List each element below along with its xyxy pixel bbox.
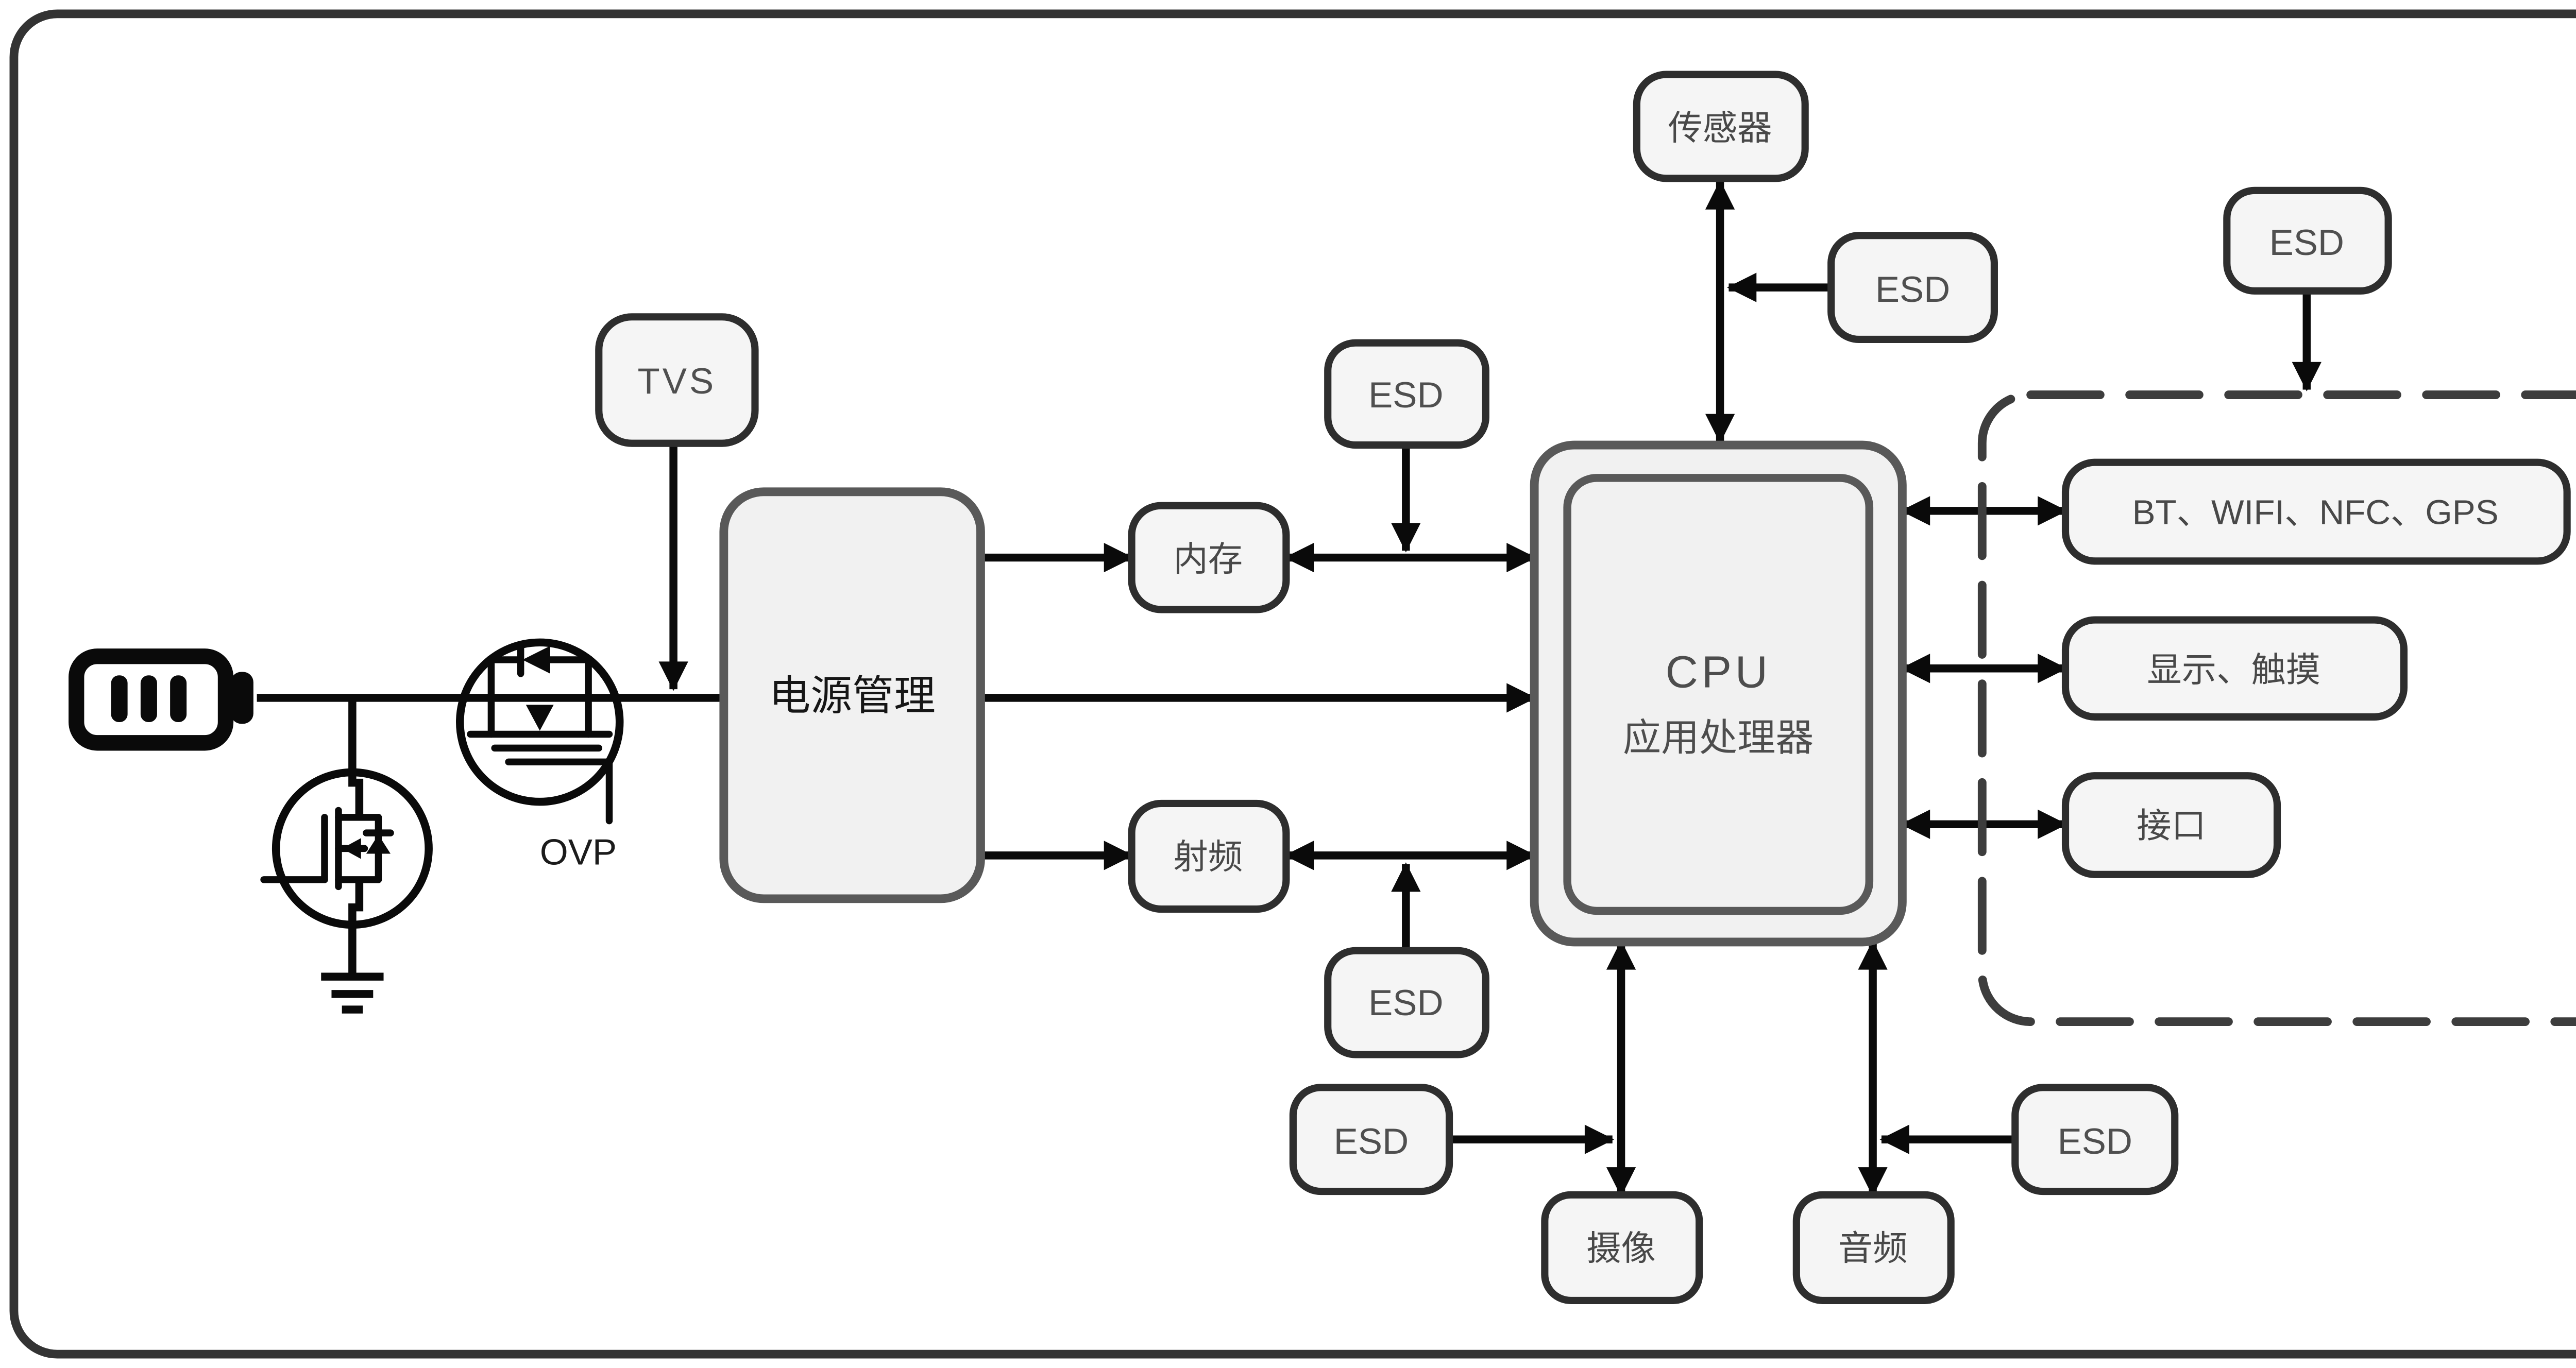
node-sensor: 传感器 [1633, 71, 1809, 182]
ground-icon [321, 972, 384, 1014]
wireless-label: BT、WIFI、NFC、GPS [2132, 493, 2499, 532]
node-power-management: 电源管理 [719, 487, 985, 903]
node-memory: 内存 [1128, 502, 1290, 613]
connectors [257, 180, 2321, 1197]
node-cpu: CPU 应用处理器 [1530, 440, 1907, 947]
load-switch-mosfet-icon [260, 768, 433, 929]
node-tvs: TVS [595, 313, 759, 447]
esd-camera-label: ESD [1334, 1121, 1409, 1161]
tvs-label: TVS [638, 361, 717, 401]
memory-label: 内存 [1173, 540, 1243, 578]
display-touch-label: 显示、触摸 [2147, 651, 2320, 690]
node-esd-camera: ESD [1289, 1084, 1453, 1195]
esd-sensor-label: ESD [1875, 269, 1950, 310]
node-display-touch: 显示、触摸 [2061, 616, 2408, 721]
interface-label: 接口 [2137, 807, 2206, 845]
peripheral-group-outline [1977, 390, 2576, 1026]
node-rf: 射频 [1128, 799, 1290, 913]
battery-icon [69, 648, 253, 751]
esd-rf-label: ESD [1368, 982, 1443, 1023]
node-wireless: BT、WIFI、NFC、GPS [2061, 458, 2571, 565]
esd-audio-label: ESD [2058, 1121, 2132, 1161]
esd-memory-label: ESD [1368, 374, 1443, 415]
node-interface: 接口 [2061, 772, 2281, 878]
audio-label: 音频 [1838, 1229, 1908, 1268]
node-esd-sensor: ESD [1827, 232, 1998, 344]
ovp-mosfet-icon [456, 638, 624, 825]
node-esd-rf: ESD [1324, 947, 1489, 1058]
node-camera: 摄像 [1541, 1191, 1703, 1304]
node-esd-peripherals: ESD [2223, 186, 2392, 295]
power-management-label: 电源管理 [769, 673, 935, 720]
cpu-label-line2: 应用处理器 [1623, 716, 1814, 759]
connector-mosfet-to-ground [348, 879, 364, 977]
rf-label: 射频 [1173, 838, 1243, 877]
ovp-label: OVP [540, 832, 617, 873]
connector-branch-to-mosfet [348, 697, 364, 817]
node-audio: 音频 [1792, 1191, 1955, 1304]
sensor-label: 传感器 [1668, 109, 1772, 147]
esd-peripherals-label: ESD [2269, 222, 2344, 263]
node-esd-audio: ESD [2011, 1084, 2179, 1195]
cpu-label-line1: CPU [1666, 647, 1771, 697]
node-esd-memory: ESD [1324, 339, 1489, 449]
camera-label: 摄像 [1586, 1229, 1656, 1268]
